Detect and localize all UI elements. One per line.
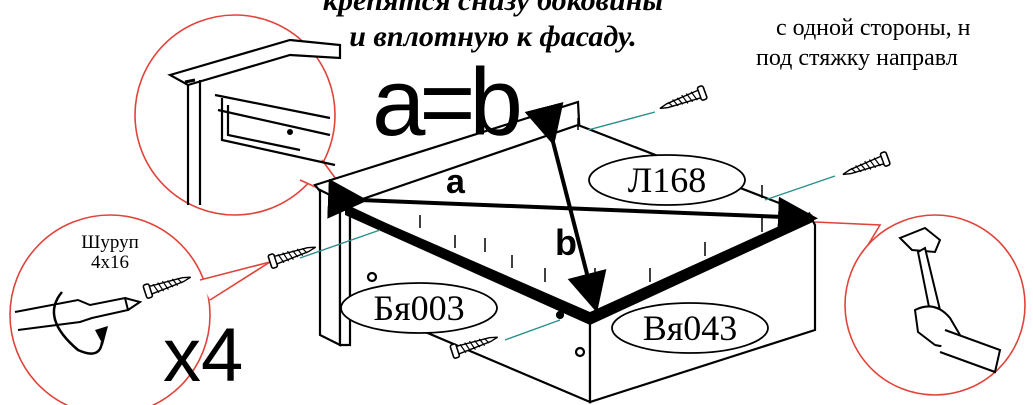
detail-circle-screwdriver xyxy=(9,214,271,405)
detail-circle-top-left xyxy=(134,14,358,216)
screw-name: Шуруп xyxy=(81,232,139,253)
note-line1: с одной стороны, н xyxy=(776,15,971,41)
part-label-top: Л168 xyxy=(627,160,707,200)
screw-size: 4x16 xyxy=(91,252,129,273)
formula-label: a=b xyxy=(372,49,523,156)
part-label-side: Вя043 xyxy=(642,308,738,348)
diagonal-arrows xyxy=(327,102,818,313)
oval-side-part xyxy=(611,302,769,354)
oval-top-part xyxy=(588,154,746,206)
part-label-front: Бя003 xyxy=(373,288,465,328)
diagonal-b-label: b xyxy=(555,222,577,263)
diagonal-a-label: a xyxy=(446,163,465,201)
note-line2: под стяжку направл xyxy=(756,45,958,71)
oval-front-part xyxy=(340,282,498,334)
detail-circle-hammer xyxy=(814,214,1026,396)
instruction-heading-line1: крепятся снизу боковины xyxy=(322,0,664,17)
screw-quantity: x4 xyxy=(163,313,244,398)
instruction-heading-line2: и вплотную к фасаду. xyxy=(349,20,637,53)
